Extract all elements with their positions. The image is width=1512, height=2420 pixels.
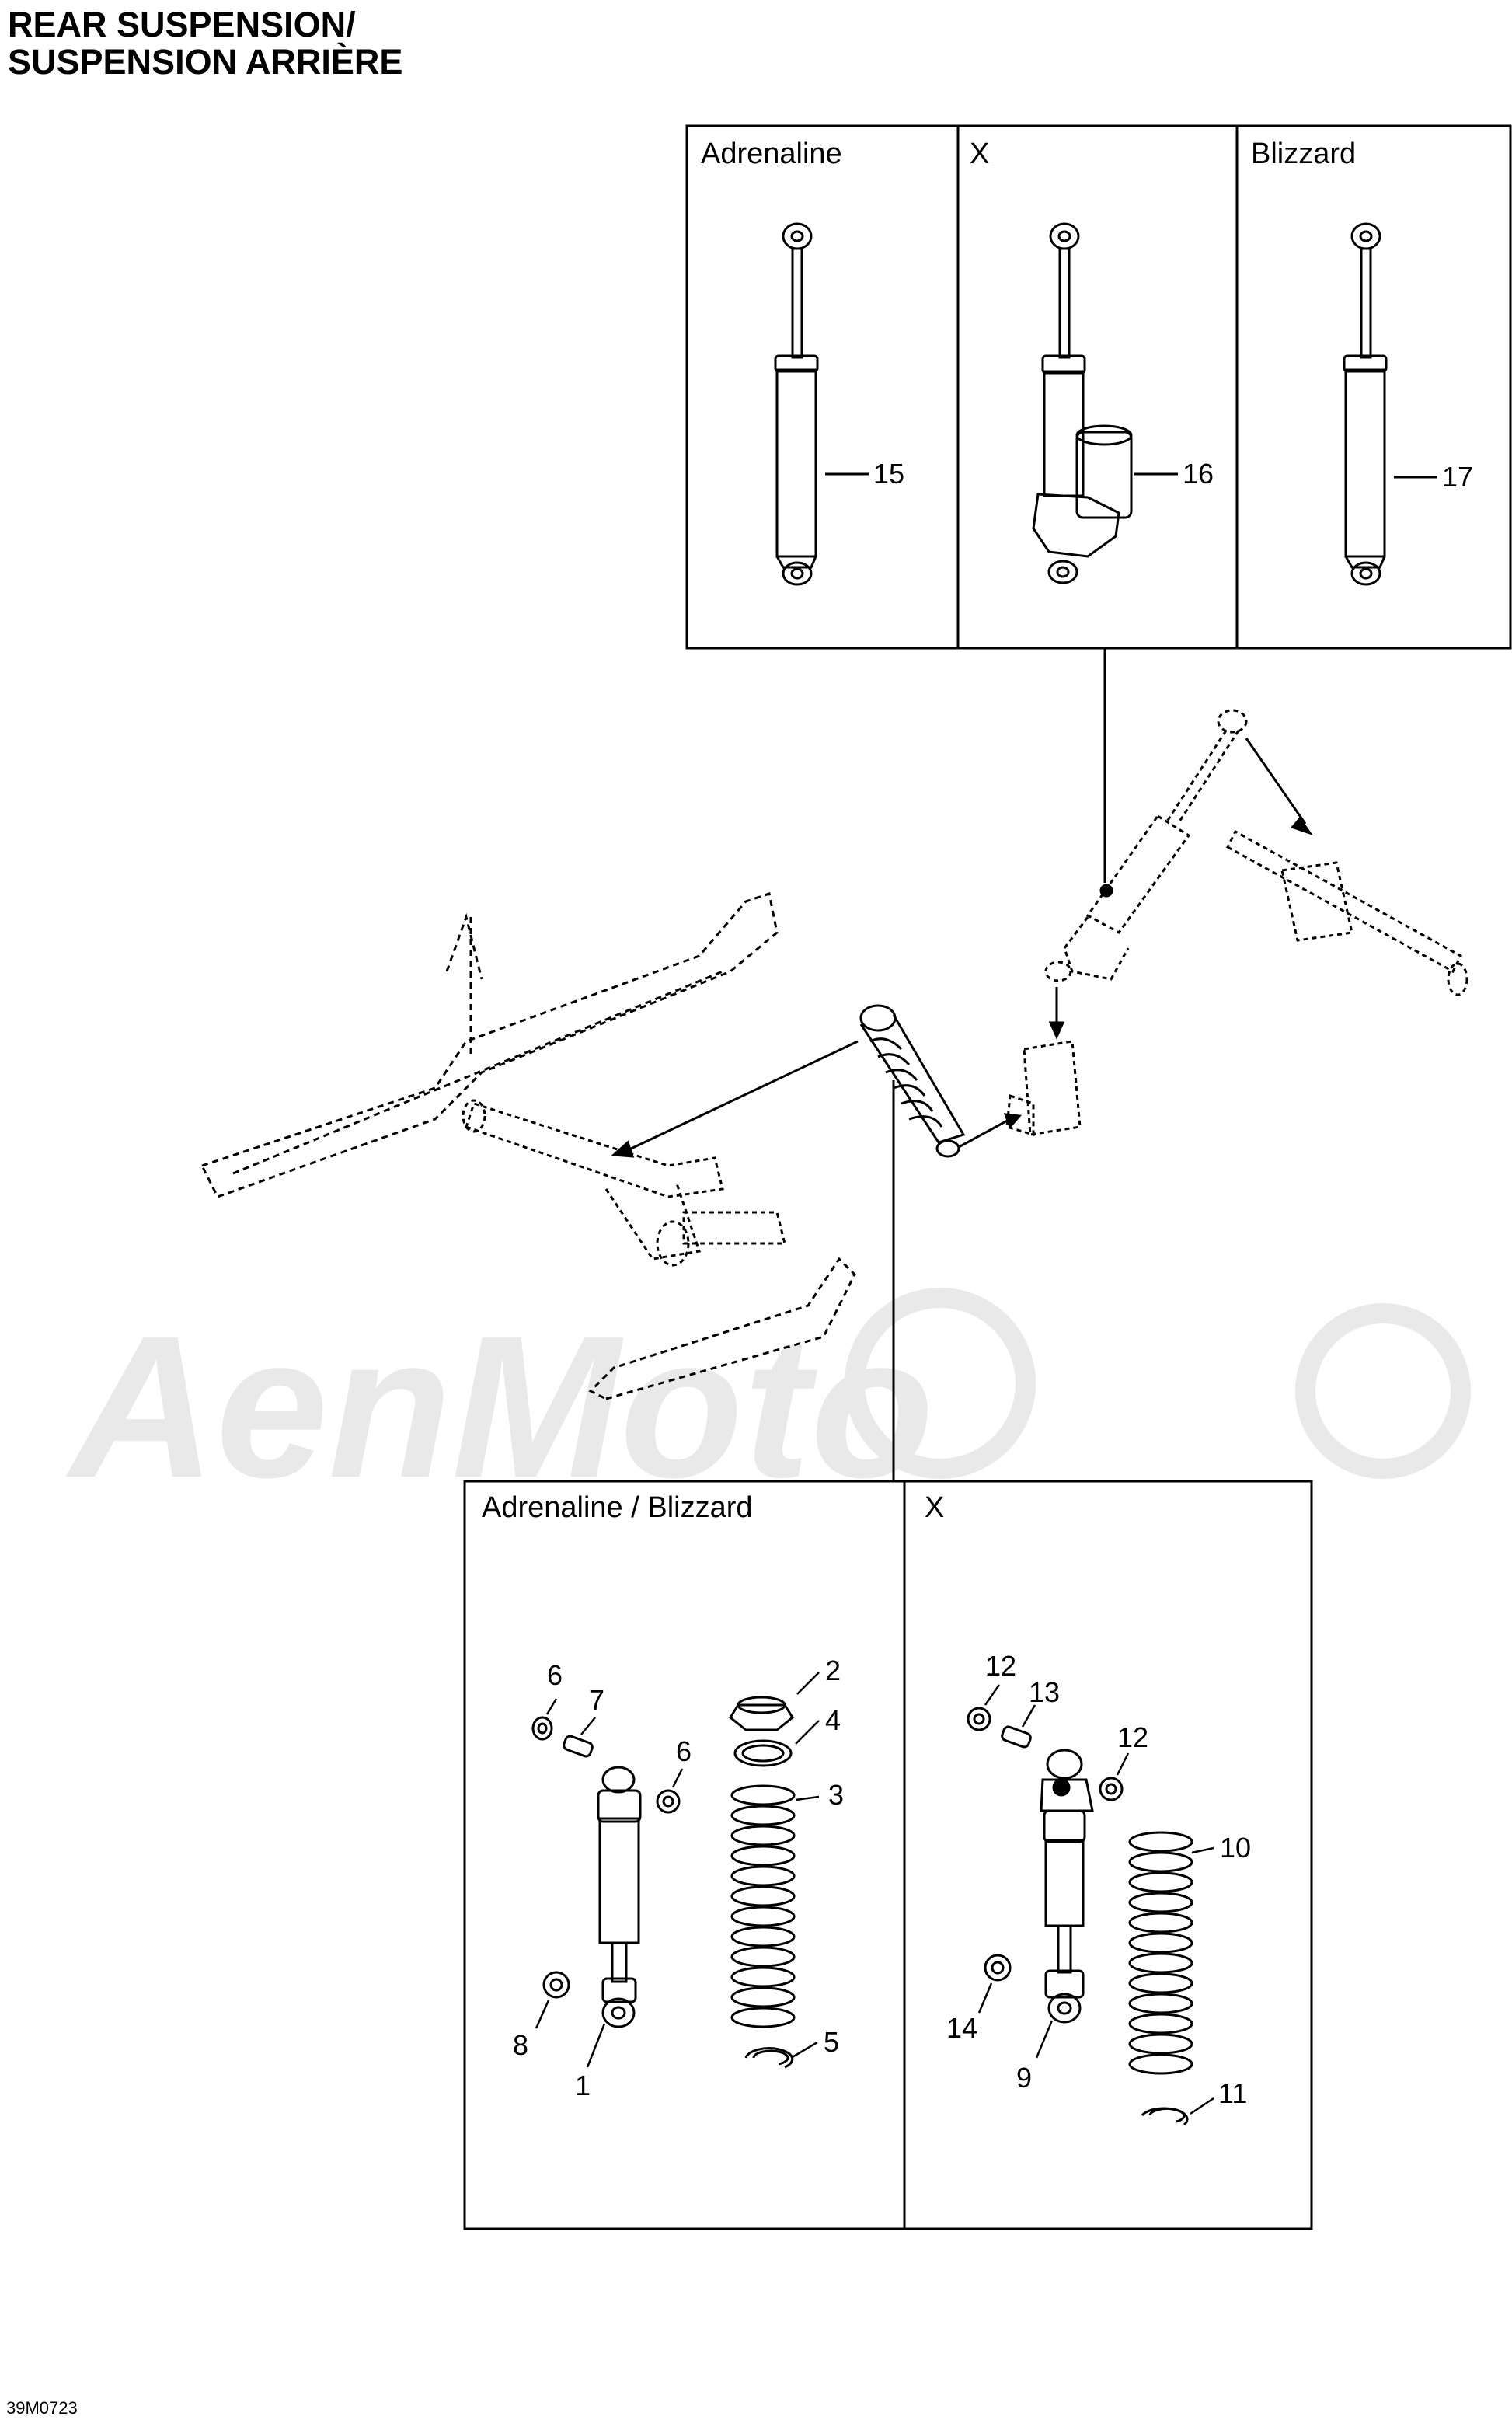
bottom-panels: Adrenaline / Blizzard X <box>463 1480 1313 2230</box>
figure-code: 39M0723 <box>6 2398 78 2418</box>
callout-7: 7 <box>589 1684 604 1716</box>
top-panels: Adrenaline X Blizzard 15 <box>685 124 1512 650</box>
parts-left <box>531 1696 796 2069</box>
callout-16: 16 <box>1183 458 1214 490</box>
watermark-text: AenMoto <box>64 1295 934 1520</box>
shock-absorber-16 <box>1032 222 1133 584</box>
callout-4: 4 <box>825 1704 841 1736</box>
callout-9: 9 <box>1016 2062 1032 2094</box>
panel-label-blizzard: Blizzard <box>1251 138 1356 170</box>
title-line-2: SUSPENSION ARRIÈRE <box>8 42 403 82</box>
page-title: REAR SUSPENSION/ SUSPENSION ARRIÈRE <box>8 6 402 81</box>
callout-5: 5 <box>824 2026 839 2058</box>
callout-10: 10 <box>1220 1832 1251 1864</box>
callout-13: 13 <box>1029 1676 1060 1708</box>
title-line-1: REAR SUSPENSION/ <box>8 5 356 44</box>
leaders-right <box>977 1684 1214 2115</box>
watermark: AenMoto <box>64 1288 1471 1520</box>
callout-11: 11 <box>1218 2077 1247 2109</box>
panel-label-x-bottom: X <box>925 1491 944 1524</box>
shock-absorber-17 <box>1343 222 1388 586</box>
callout-6a: 6 <box>547 1659 563 1691</box>
parts-right <box>967 1707 1193 2126</box>
callout-17: 17 <box>1442 461 1473 493</box>
shock-absorber-15 <box>774 222 819 586</box>
callout-14: 14 <box>946 2012 977 2044</box>
callout-12b: 12 <box>1117 1721 1148 1753</box>
callout-8: 8 <box>513 2029 528 2061</box>
callout-15: 15 <box>873 458 904 490</box>
panel-label-x: X <box>970 138 989 170</box>
panel-label-adrenaline-blizzard: Adrenaline / Blizzard <box>482 1491 753 1524</box>
callout-2: 2 <box>825 1655 841 1686</box>
leaders-left <box>535 1672 820 2068</box>
panel-label-adrenaline: Adrenaline <box>701 138 842 170</box>
callout-6b: 6 <box>676 1735 692 1767</box>
callout-12a: 12 <box>985 1650 1016 1682</box>
callout-1: 1 <box>575 2070 591 2101</box>
suspension-assembly <box>200 709 1468 1400</box>
callout-3: 3 <box>828 1779 844 1811</box>
